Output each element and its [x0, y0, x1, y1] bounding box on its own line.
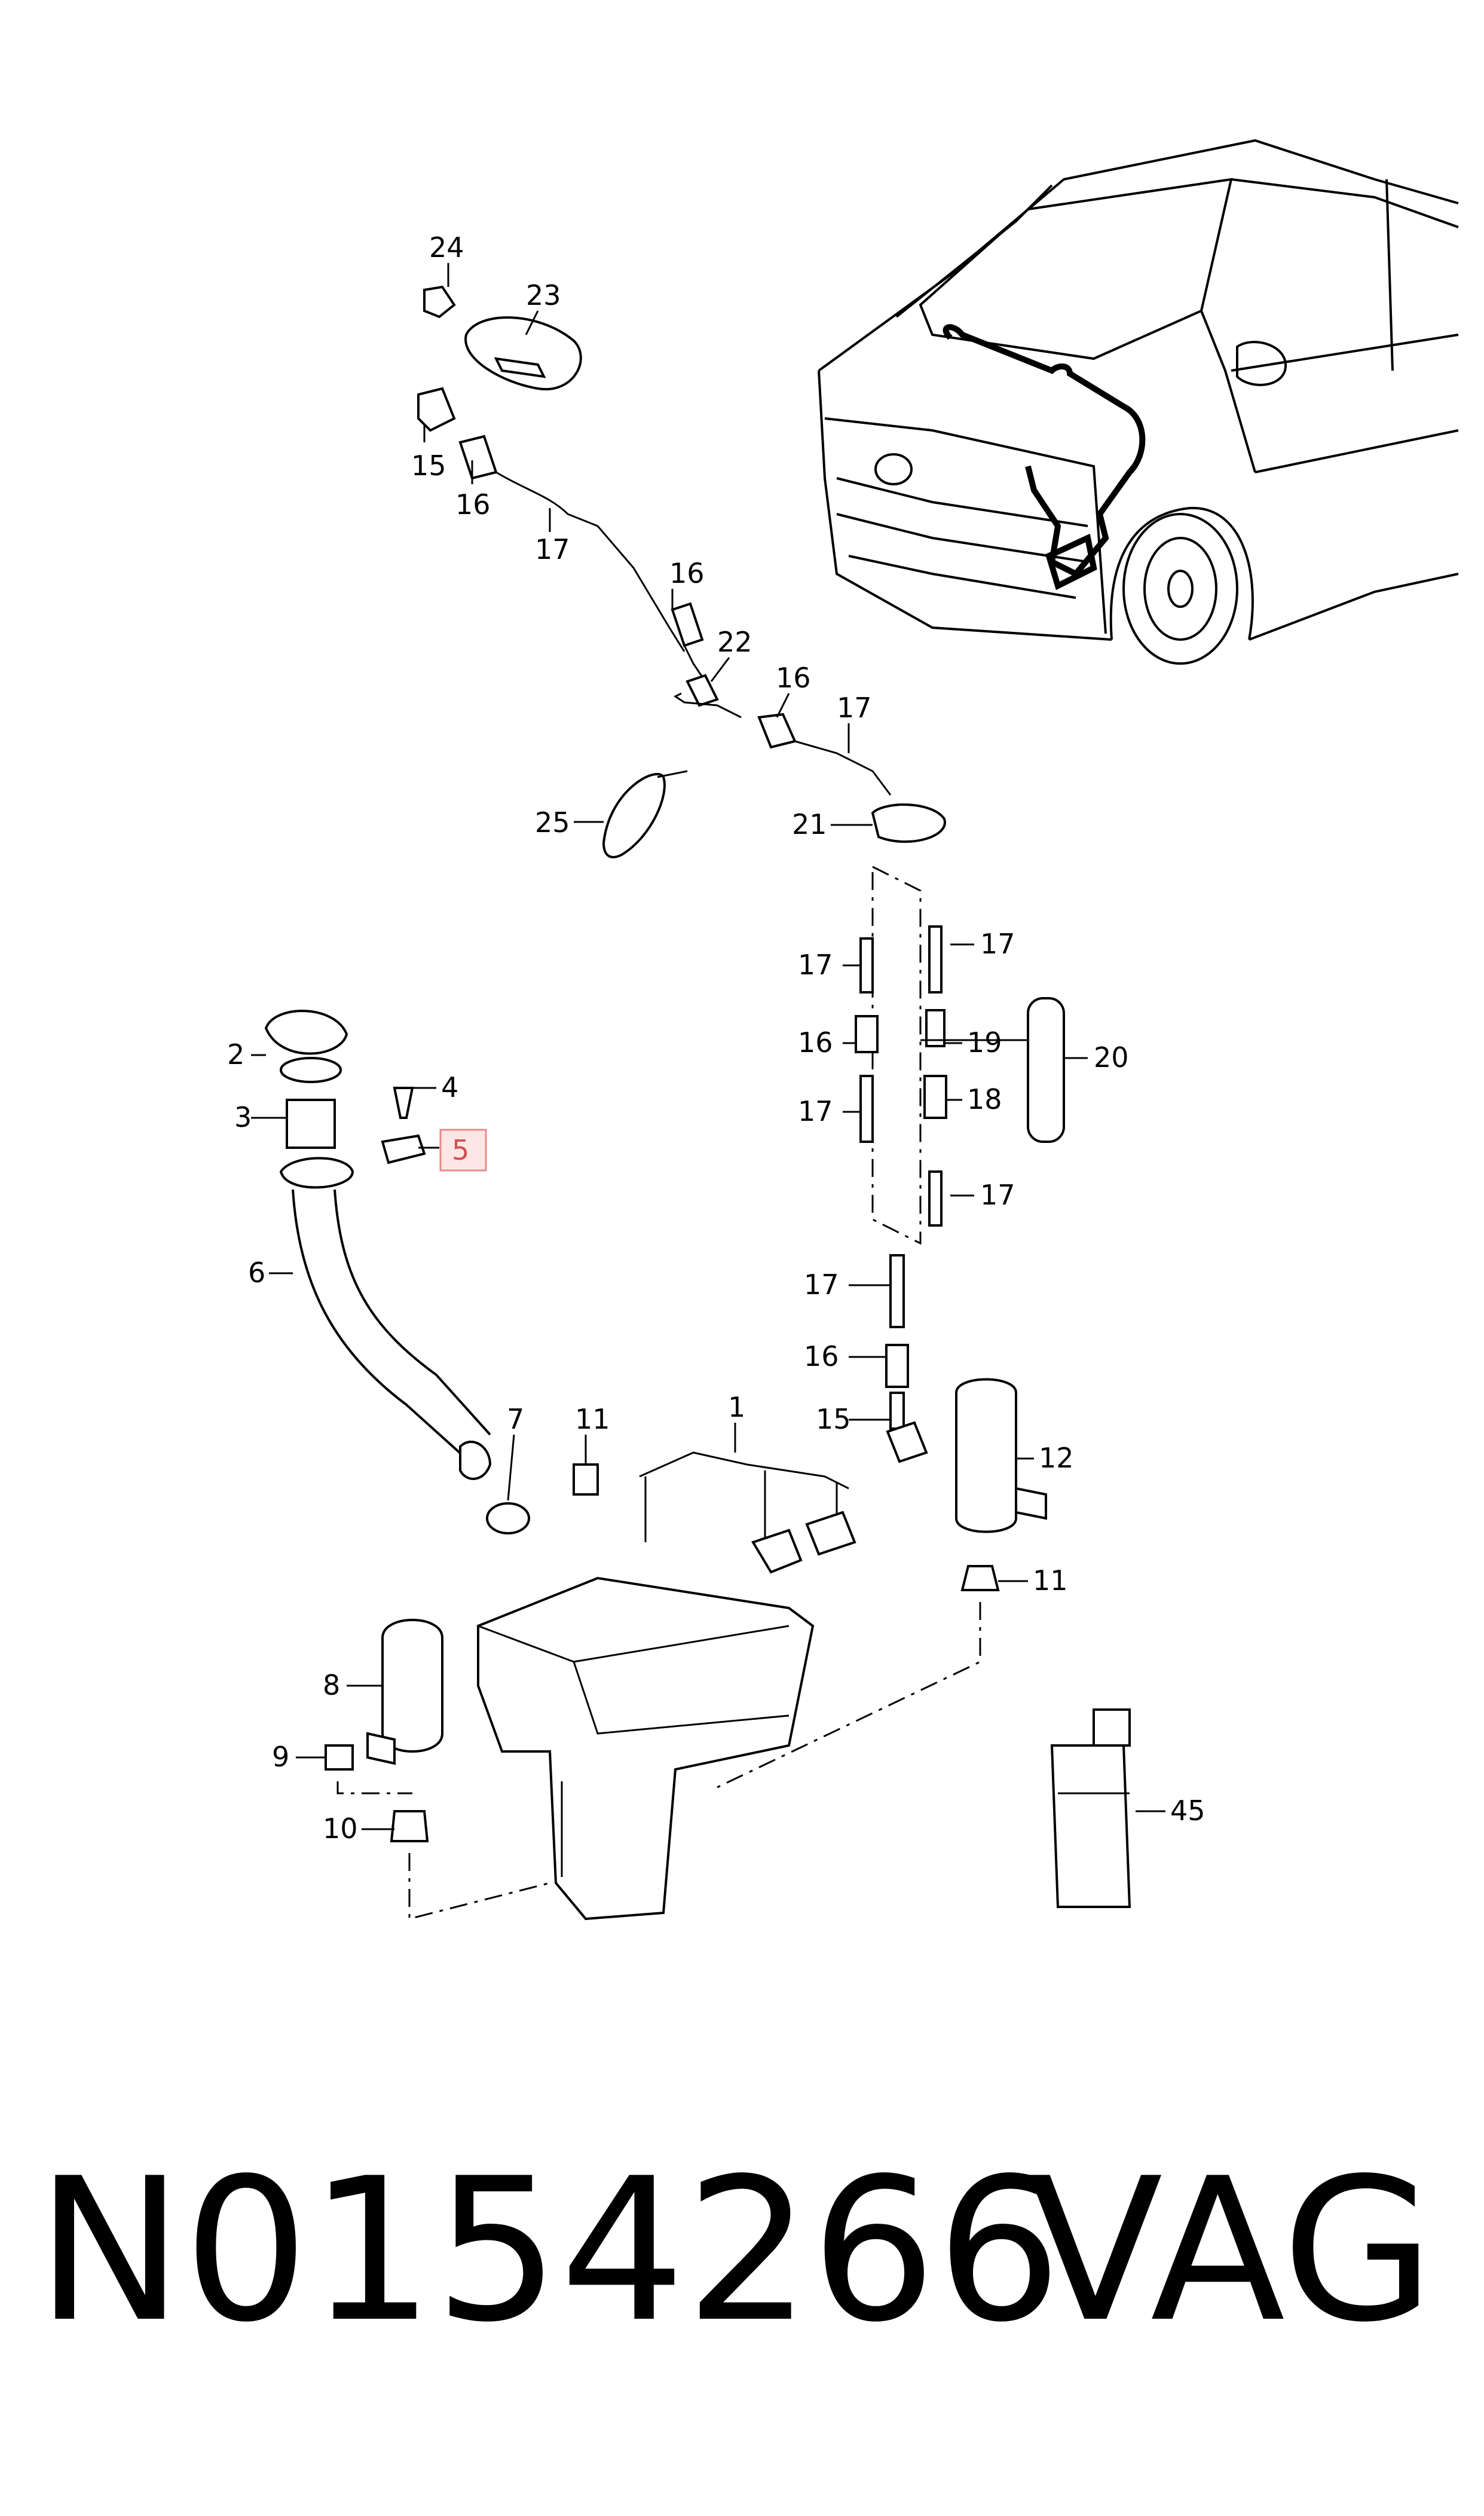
label-45: 45	[1170, 1794, 1205, 1827]
washer-reservoir	[477, 1451, 856, 1921]
cable-tie	[602, 770, 688, 858]
label-16-low: 16	[804, 1340, 839, 1372]
vehicle-outline	[818, 139, 1459, 665]
label-17-kit-c: 17	[798, 1095, 833, 1127]
label-17-kit-b: 17	[980, 928, 1015, 960]
label-12: 12	[1039, 1442, 1074, 1474]
brand-name: VAG	[1028, 2136, 1435, 2365]
label-22: 22	[717, 626, 752, 658]
label-5: 5	[452, 1134, 469, 1166]
label-3: 3	[234, 1101, 252, 1133]
label-24: 24	[429, 231, 464, 264]
label-9: 9	[272, 1741, 289, 1773]
label-16-top-c: 16	[776, 662, 811, 694]
highlight-box-5	[439, 1129, 487, 1172]
label-15-low: 15	[816, 1403, 851, 1435]
fluid-bottle	[1050, 1708, 1131, 1908]
pump-8-assembly	[325, 1619, 550, 1920]
nozzle-assembly	[417, 285, 946, 843]
label-20: 20	[1094, 1041, 1129, 1074]
label-23: 23	[526, 279, 561, 311]
label-16-kit: 16	[798, 1026, 833, 1059]
hose-connector-kit	[855, 865, 1065, 1245]
label-7: 7	[507, 1403, 524, 1435]
label-16-top-b: 16	[669, 557, 705, 589]
label-15-top: 15	[411, 450, 446, 482]
label-13: 11	[1033, 1564, 1068, 1597]
label-16-top-a: 16	[455, 488, 491, 521]
label-21: 21	[792, 808, 827, 840]
label-17-low: 17	[804, 1268, 839, 1301]
label-4: 4	[441, 1071, 458, 1103]
label-18: 18	[967, 1083, 1002, 1115]
label-17-kit-a: 17	[798, 949, 833, 981]
label-1: 1	[728, 1391, 745, 1423]
label-17-top-b: 17	[837, 692, 872, 724]
label-2: 2	[227, 1038, 244, 1071]
label-25: 25	[535, 806, 570, 839]
pump-12-assembly	[717, 1254, 1047, 1789]
label-19: 19	[967, 1026, 1002, 1059]
label-17-top-a: 17	[535, 533, 570, 565]
label-11: 11	[575, 1403, 610, 1435]
leader-lines	[251, 263, 1165, 1830]
label-17-kit-d: 17	[980, 1179, 1015, 1211]
label-10: 10	[323, 1812, 358, 1845]
filler-neck-assembly	[264, 1010, 599, 1534]
label-8: 8	[323, 1669, 340, 1701]
part-number: N0154266	[36, 2136, 1062, 2365]
label-6: 6	[248, 1257, 265, 1289]
